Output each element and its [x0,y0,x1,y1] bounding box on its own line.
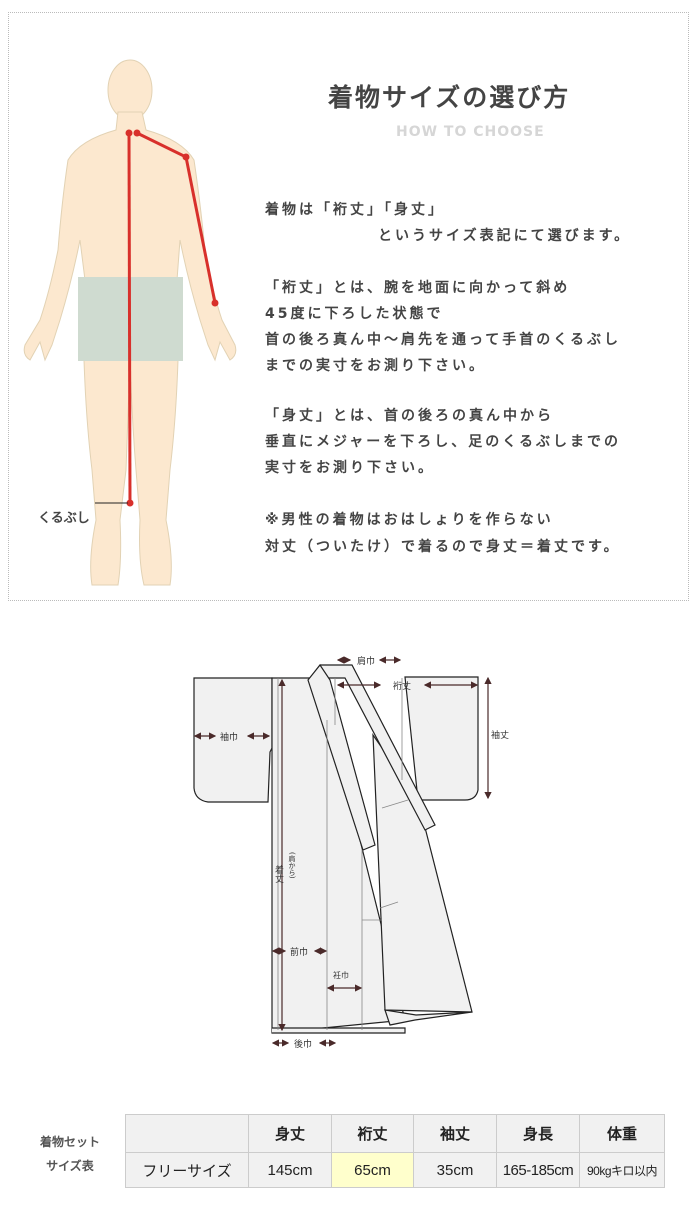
table-header: 袖丈 [413,1114,497,1153]
table-cell-highlighted: 65cm [331,1152,414,1188]
body-figure [23,59,237,586]
label-kitake-note: (肩から) [288,852,296,879]
instruction-line: 着物は「裄丈」「身丈」 [265,202,445,218]
instruction-line: 「裄丈」とは、腕を地面に向かって斜め [265,280,571,296]
label-okumi-width: 衽巾 [333,970,349,980]
size-table-label: 着物セット サイズ表 [30,1128,110,1186]
instruction-line: 45度に下ろした状態で [265,306,444,322]
label-sleeve-length: 袖丈 [491,729,509,741]
instruction-line: ※男性の着物はおはしょりを作らない [265,512,554,528]
instruction-line: 対丈（ついたけ）で着るので身丈＝着丈です。 [265,539,621,555]
table-header-row: 身丈 裄丈 袖丈 身長 体重 [125,1114,665,1153]
table-cell: 145cm [248,1152,332,1188]
page-subtitle: HOW TO CHOOSE [396,124,545,140]
size-table-label-line: サイズ表 [46,1159,94,1173]
instruction-line: 首の後ろ真ん中〜肩先を通って手首のくるぶし [265,332,622,348]
ankle-label: くるぶし [38,511,90,526]
how-to-choose-panel [8,12,689,601]
table-cell: 165-185cm [496,1152,580,1188]
label-yuki: 裄丈 [393,680,411,692]
instruction-line: 「身丈」とは、首の後ろの真ん中から [265,408,554,424]
instruction-line: 垂直にメジャーを下ろし、足のくるぶしまでの [265,434,622,450]
table-header: 裄丈 [331,1114,414,1153]
table-header: 体重 [579,1114,665,1153]
label-front-width: 前巾 [290,946,308,958]
size-table: 身丈 裄丈 袖丈 身長 体重 フリーサイズ 145cm 65cm 35cm 16… [125,1114,665,1188]
instruction-line: までの実寸をお測り下さい。 [265,358,486,374]
table-row: フリーサイズ 145cm 65cm 35cm 165-185cm 90kgキロ以… [125,1152,665,1188]
instruction-line: というサイズ表記にて選びます。 [378,228,632,244]
table-header: 身丈 [248,1114,332,1153]
label-kitake: 着丈 [273,864,284,884]
label-shoulder-width: 肩巾 [357,655,375,667]
table-cell: フリーサイズ [125,1152,249,1188]
table-header [125,1114,249,1153]
table-cell: 90kgキロ以内 [579,1152,665,1188]
measure-lines [125,129,219,507]
table-cell: 35cm [413,1152,497,1188]
size-table-label-line: 着物セット [39,1135,100,1149]
table-header: 身長 [496,1114,580,1153]
page-title: 着物サイズの選び方 [328,83,571,112]
label-sleeve-width: 袖巾 [220,731,238,743]
instruction-line: 実寸をお測り下さい。 [265,460,435,476]
label-back-width: 後巾 [294,1038,312,1050]
kimono-diagram: 肩巾 裄丈 袖巾 袖丈 着丈 (肩から) 前巾 衽巾 後巾 [193,655,509,1050]
